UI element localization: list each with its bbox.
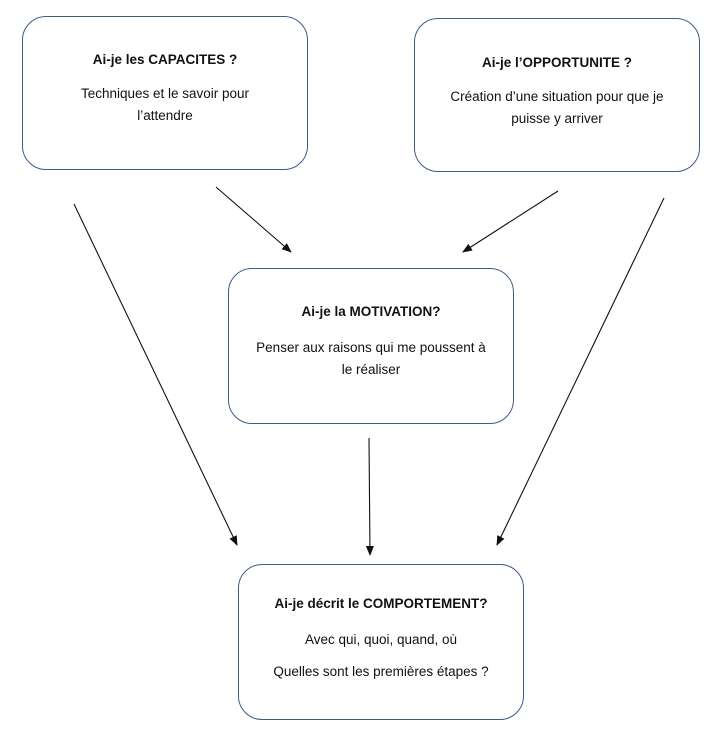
motivation-line-1: Penser aux raisons qui me poussent à — [256, 340, 486, 355]
opportunite-title: Ai-je l’OPPORTUNITE ? — [481, 55, 632, 70]
capacites-box: Ai-je les CAPACITES ? Techniques et le s… — [22, 16, 308, 170]
arrow-opportunite-to-comportement — [496, 197, 665, 546]
comportement-title: Ai-je décrit le COMPORTEMENT? — [274, 596, 488, 611]
arrow-opportunite-to-motivation — [462, 190, 559, 253]
motivation-title: Ai-je la MOTIVATION? — [301, 304, 441, 319]
capacites-line-2: l’attendre — [137, 108, 193, 123]
motivation-box: Ai-je la MOTIVATION? Penser aux raisons … — [228, 268, 514, 424]
opportunite-description: Création d’une situation pour que je pui… — [427, 86, 687, 130]
comportement-box: Ai-je décrit le COMPORTEMENT? Avec qui, … — [238, 564, 524, 720]
opportunite-line-1: Création d’une situation pour que je — [450, 89, 664, 104]
capacites-description: Techniques et le savoir pour l’attendre — [35, 83, 295, 127]
arrow-capacites-to-comportement — [73, 203, 238, 546]
capacites-title: Ai-je les CAPACITES ? — [92, 52, 238, 67]
motivation-description: Penser aux raisons qui me poussent à le … — [241, 337, 501, 381]
opportunite-line-2: puisse y arriver — [511, 111, 603, 126]
comportement-line-1: Avec qui, quoi, quand, où — [304, 632, 458, 647]
opportunite-box: Ai-je l’OPPORTUNITE ? Création d’une sit… — [414, 18, 700, 172]
arrow-motivation-to-comportement — [365, 437, 374, 556]
motivation-line-2: le réaliser — [341, 362, 401, 377]
capacites-line-1: Techniques et le savoir pour — [80, 86, 250, 101]
comportement-line-2: Quelles sont les premières étapes ? — [273, 664, 489, 679]
arrow-capacites-to-motivation — [215, 186, 292, 253]
